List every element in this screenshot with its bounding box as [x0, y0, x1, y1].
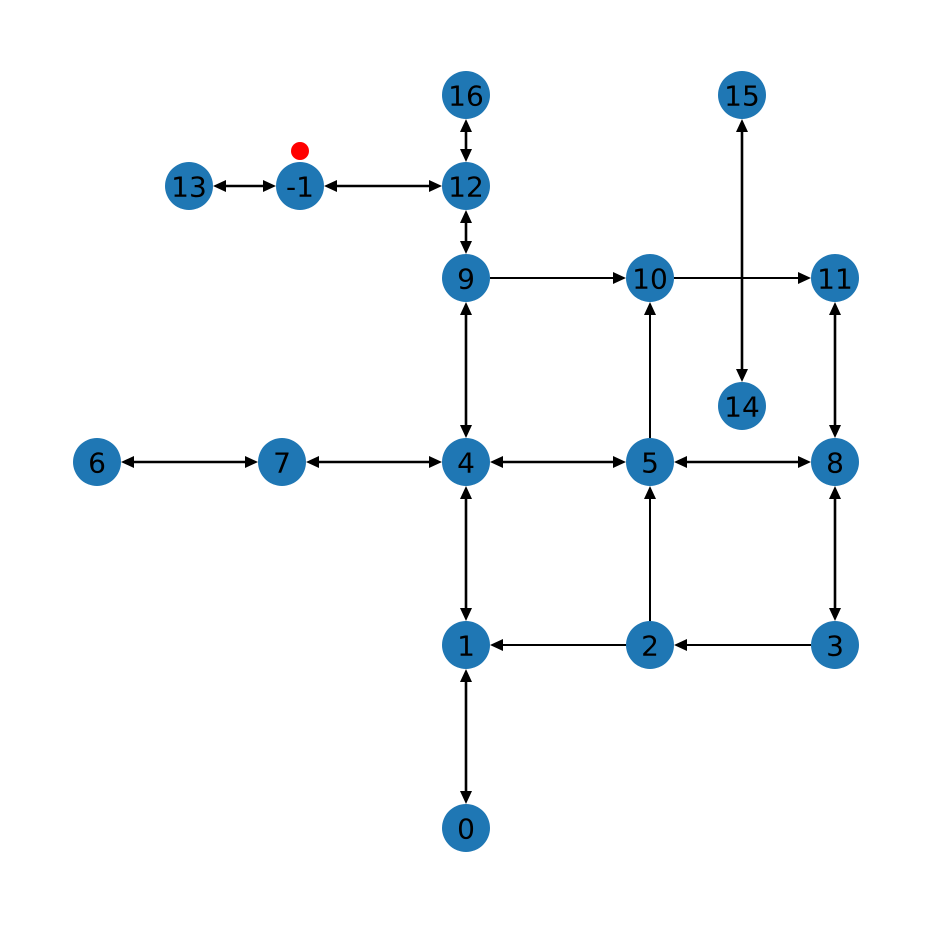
arrowhead--1-to-13 [213, 180, 226, 192]
node-label: 6 [88, 447, 106, 480]
graph-node-15: 15 [718, 71, 766, 119]
node-label: 10 [632, 263, 668, 296]
node-circle [73, 438, 121, 486]
graph-node-13: 13 [165, 162, 213, 210]
node-circle [442, 438, 490, 486]
node-circle [626, 254, 674, 302]
node-label: 3 [826, 630, 844, 663]
arrowhead-9-to-10 [613, 272, 626, 284]
node-label: 7 [273, 447, 291, 480]
arrowhead-6-to-7 [245, 456, 258, 468]
node-circle [718, 382, 766, 430]
graph-node-7: 7 [258, 438, 306, 486]
arrowhead-7-to-6 [121, 456, 134, 468]
arrowhead-4-to-1 [460, 608, 472, 621]
graph-node-0: 0 [442, 804, 490, 852]
node-circle [442, 254, 490, 302]
arrowhead-8-to-3 [829, 608, 841, 621]
arrowhead-8-to-11 [829, 302, 841, 315]
arrowhead-1-to-0 [460, 791, 472, 804]
node-circle [626, 621, 674, 669]
node-label: 12 [448, 171, 484, 204]
edges-layer [121, 119, 841, 804]
node-label: 1 [457, 630, 475, 663]
arrowhead-1-to-4 [460, 486, 472, 499]
graph-node-8: 8 [811, 438, 859, 486]
graph-node-6: 6 [73, 438, 121, 486]
highlight-marker [291, 142, 309, 160]
node-circle [442, 162, 490, 210]
node-circle [718, 71, 766, 119]
node-circle [442, 804, 490, 852]
node-circle [258, 438, 306, 486]
arrowhead-15-to-14 [736, 369, 748, 382]
graph-node-1: 1 [442, 621, 490, 669]
graph-node-16: 16 [442, 71, 490, 119]
arrowhead-3-to-2 [674, 639, 687, 651]
node-label: 16 [448, 80, 484, 113]
node-label: 14 [724, 391, 760, 424]
graph-node--1: -1 [276, 162, 324, 210]
node-label: 4 [457, 447, 475, 480]
node-circle [811, 254, 859, 302]
arrowhead-3-to-8 [829, 486, 841, 499]
arrowhead-5-to-10 [644, 302, 656, 315]
arrowhead-10-to-11 [798, 272, 811, 284]
arrowhead-2-to-5 [644, 486, 656, 499]
graph-node-14: 14 [718, 382, 766, 430]
arrowhead-9-to-4 [460, 425, 472, 438]
node-circle [811, 438, 859, 486]
arrowhead--1-to-12 [429, 180, 442, 192]
graph-node-3: 3 [811, 621, 859, 669]
arrowhead-4-to-5 [613, 456, 626, 468]
node-label: 5 [641, 447, 659, 480]
node-label: 9 [457, 263, 475, 296]
arrowhead-7-to-4 [429, 456, 442, 468]
graph-node-5: 5 [626, 438, 674, 486]
node-circle [626, 438, 674, 486]
node-label: 15 [724, 80, 760, 113]
arrowhead-5-to-4 [490, 456, 503, 468]
arrowhead-0-to-1 [460, 669, 472, 682]
node-circle [165, 162, 213, 210]
graph-node-12: 12 [442, 162, 490, 210]
arrowhead-2-to-1 [490, 639, 503, 651]
arrowhead-12-to--1 [324, 180, 337, 192]
node-label: 2 [641, 630, 659, 663]
node-circle [276, 162, 324, 210]
arrowhead-12-to-16 [460, 119, 472, 132]
graph-node-9: 9 [442, 254, 490, 302]
node-label: 11 [817, 263, 853, 296]
arrowhead-12-to-9 [460, 241, 472, 254]
graph-node-2: 2 [626, 621, 674, 669]
graph-node-11: 11 [811, 254, 859, 302]
arrowhead-9-to-12 [460, 210, 472, 223]
arrowhead-4-to-9 [460, 302, 472, 315]
node-label: -1 [286, 171, 314, 204]
arrowhead-11-to-8 [829, 425, 841, 438]
node-circle [442, 621, 490, 669]
arrowhead-13-to--1 [263, 180, 276, 192]
arrowhead-16-to-12 [460, 149, 472, 162]
node-label: 0 [457, 813, 475, 846]
arrowhead-14-to-15 [736, 119, 748, 132]
node-circle [442, 71, 490, 119]
graph-node-10: 10 [626, 254, 674, 302]
arrowhead-8-to-5 [674, 456, 687, 468]
arrowhead-4-to-7 [306, 456, 319, 468]
node-circle [811, 621, 859, 669]
node-label: 13 [171, 171, 207, 204]
node-label: 8 [826, 447, 844, 480]
arrowhead-5-to-8 [798, 456, 811, 468]
graph-node-4: 4 [442, 438, 490, 486]
